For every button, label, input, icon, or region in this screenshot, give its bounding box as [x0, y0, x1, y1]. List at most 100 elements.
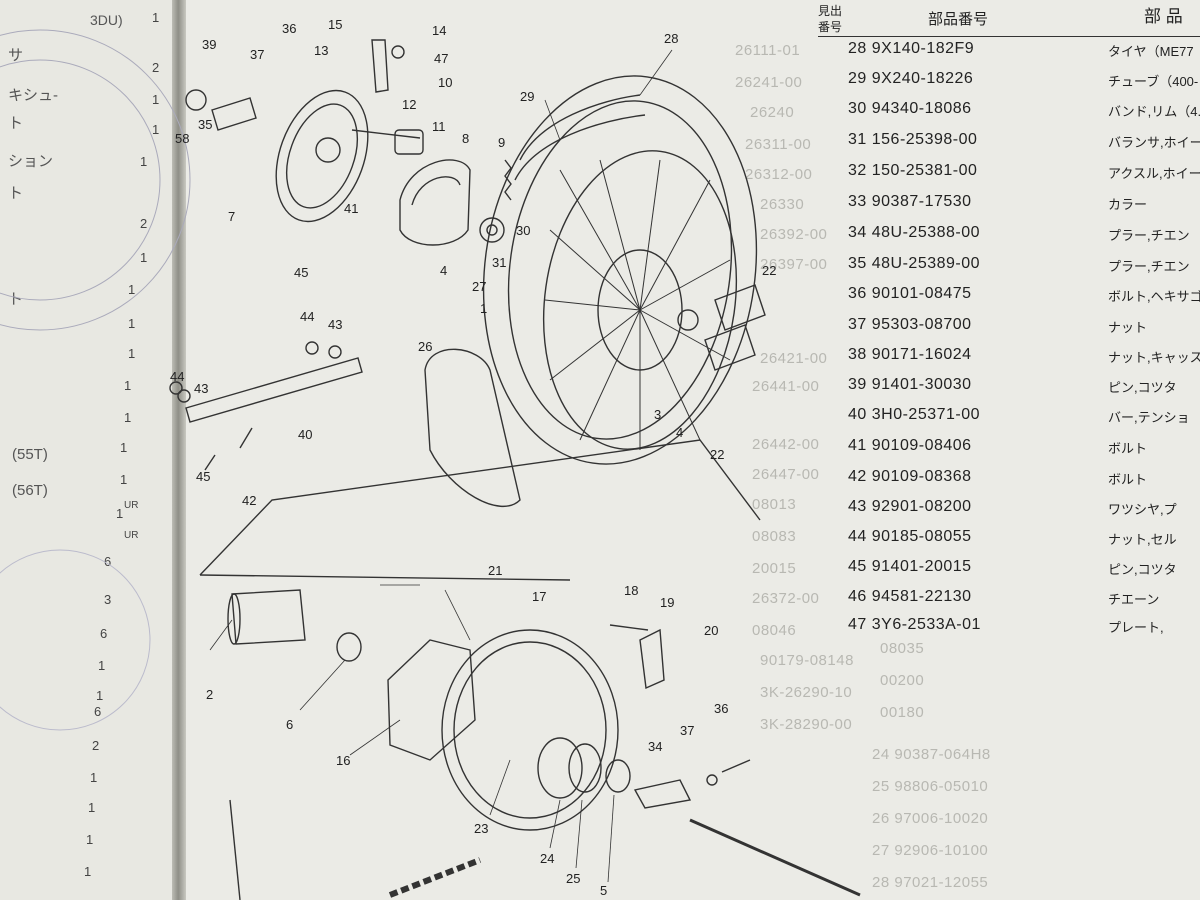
callout-label: 43	[194, 381, 209, 396]
left-page-header: 3DU)	[90, 12, 123, 28]
callout-label: 45	[294, 265, 309, 280]
rear-rim	[542, 150, 738, 450]
callout-label: 39	[202, 37, 217, 52]
ghost-text: 3K-28290-00	[760, 716, 853, 733]
table-row: 31 156-25398-00 バランサ,ホイール	[818, 131, 1200, 163]
qty: 1	[152, 92, 160, 107]
ghost-text: 26330	[760, 196, 805, 213]
left-label: ション	[8, 153, 54, 170]
callout-label: 4	[440, 263, 448, 278]
qty: 1	[124, 378, 132, 393]
part-name: アクスル,ホイール	[1108, 166, 1200, 181]
header-divider	[818, 36, 1200, 37]
callout-label: 17	[532, 589, 547, 604]
qty: 1	[86, 832, 94, 847]
callout-label: 11	[432, 119, 446, 134]
ghost-text: 25 98806-05010	[872, 778, 989, 795]
callout-label: 41	[344, 201, 359, 216]
callout-label: 5	[600, 883, 608, 898]
part-number: 47 3Y6-2533A-01	[848, 616, 981, 633]
callout-label: 37	[250, 47, 265, 62]
ghost-text: 26372-00	[752, 590, 820, 607]
callout-label: 19	[660, 595, 675, 610]
left-label: ト	[8, 185, 24, 202]
part-name: バー,テンショ	[1108, 410, 1190, 425]
callout-label: 18	[624, 583, 639, 598]
qty: 1	[88, 800, 96, 815]
part-number: 44 90185-08055	[848, 528, 972, 545]
qty: 1	[152, 122, 160, 137]
qty: 1	[96, 688, 104, 703]
callout-label: 37	[680, 723, 695, 738]
ghost-text: 28 97021-12055	[872, 874, 989, 891]
ghost-text: 27 92906-10100	[872, 842, 989, 859]
callout-label: 22	[710, 447, 725, 462]
qty: 1	[98, 658, 106, 673]
part-number: 46 94581-22130	[848, 588, 972, 605]
part-name: ナット,セル	[1108, 532, 1177, 547]
callout-label: 29	[520, 89, 535, 104]
part-name: バンド,リム（4.	[1108, 104, 1200, 119]
ghost-text: 08083	[752, 528, 797, 545]
part-number: 38 90171-16024	[848, 346, 972, 363]
qty: 1	[84, 864, 92, 879]
qty: 1	[140, 250, 148, 265]
part-name: ボルト	[1108, 441, 1148, 456]
qty: 3	[104, 592, 112, 607]
ghost-text: 20015	[752, 560, 797, 577]
callout-label: 3	[654, 407, 662, 422]
qty: 1	[128, 346, 136, 361]
ghost-text: 26111-01	[735, 42, 801, 59]
callout-label: 44	[170, 369, 185, 384]
part-number: 32 150-25381-00	[848, 162, 978, 179]
part-name: ボルト	[1108, 472, 1148, 487]
ghost-text: 00200	[880, 672, 925, 689]
ghost-text: 26447-00	[752, 466, 820, 483]
part-number: 36 90101-08475	[848, 285, 972, 302]
qty: 2	[152, 60, 160, 75]
col-header-index-bottom: 番号	[818, 20, 843, 34]
left-label: サ	[8, 47, 24, 64]
callout-label: 12	[402, 97, 417, 112]
part-number: 40 3H0-25371-00	[848, 406, 981, 423]
sprocket-56t-label: (56T)	[12, 482, 48, 499]
callout-label: 2	[206, 687, 214, 702]
table-row: 32 150-25381-00 アクスル,ホイール	[818, 162, 1200, 194]
qty: 1	[152, 10, 160, 25]
part-number: 41 90109-08406	[848, 437, 972, 454]
callout-label: 4	[676, 425, 684, 440]
rear-sprocket	[441, 629, 619, 831]
callout-label: 22	[762, 263, 777, 278]
part-name: バランサ,ホイール	[1108, 135, 1200, 150]
callout-label: 20	[704, 623, 719, 638]
callout-label: 14	[432, 23, 447, 38]
note: UR	[124, 530, 139, 541]
callout-label: 42	[242, 493, 257, 508]
part-number: 43 92901-08200	[848, 498, 972, 515]
part-number: 45 91401-20015	[848, 558, 972, 575]
part-number: 37 95303-08700	[848, 316, 972, 333]
tension-bar	[185, 357, 363, 423]
sprocket-hub	[387, 639, 476, 761]
qty: 1	[120, 440, 128, 455]
callout-label: 36	[282, 21, 297, 36]
callout-label: 15	[328, 17, 343, 32]
callout-label: 7	[228, 209, 236, 224]
qty: 1	[124, 410, 132, 425]
ghost-text: 26392-00	[760, 226, 828, 243]
qty: 6	[100, 626, 108, 641]
ghost-text: 26 97006-10020	[872, 810, 989, 827]
part-number: 31 156-25398-00	[848, 131, 978, 148]
part-name: ボルト,ヘキサゴ	[1108, 289, 1200, 304]
